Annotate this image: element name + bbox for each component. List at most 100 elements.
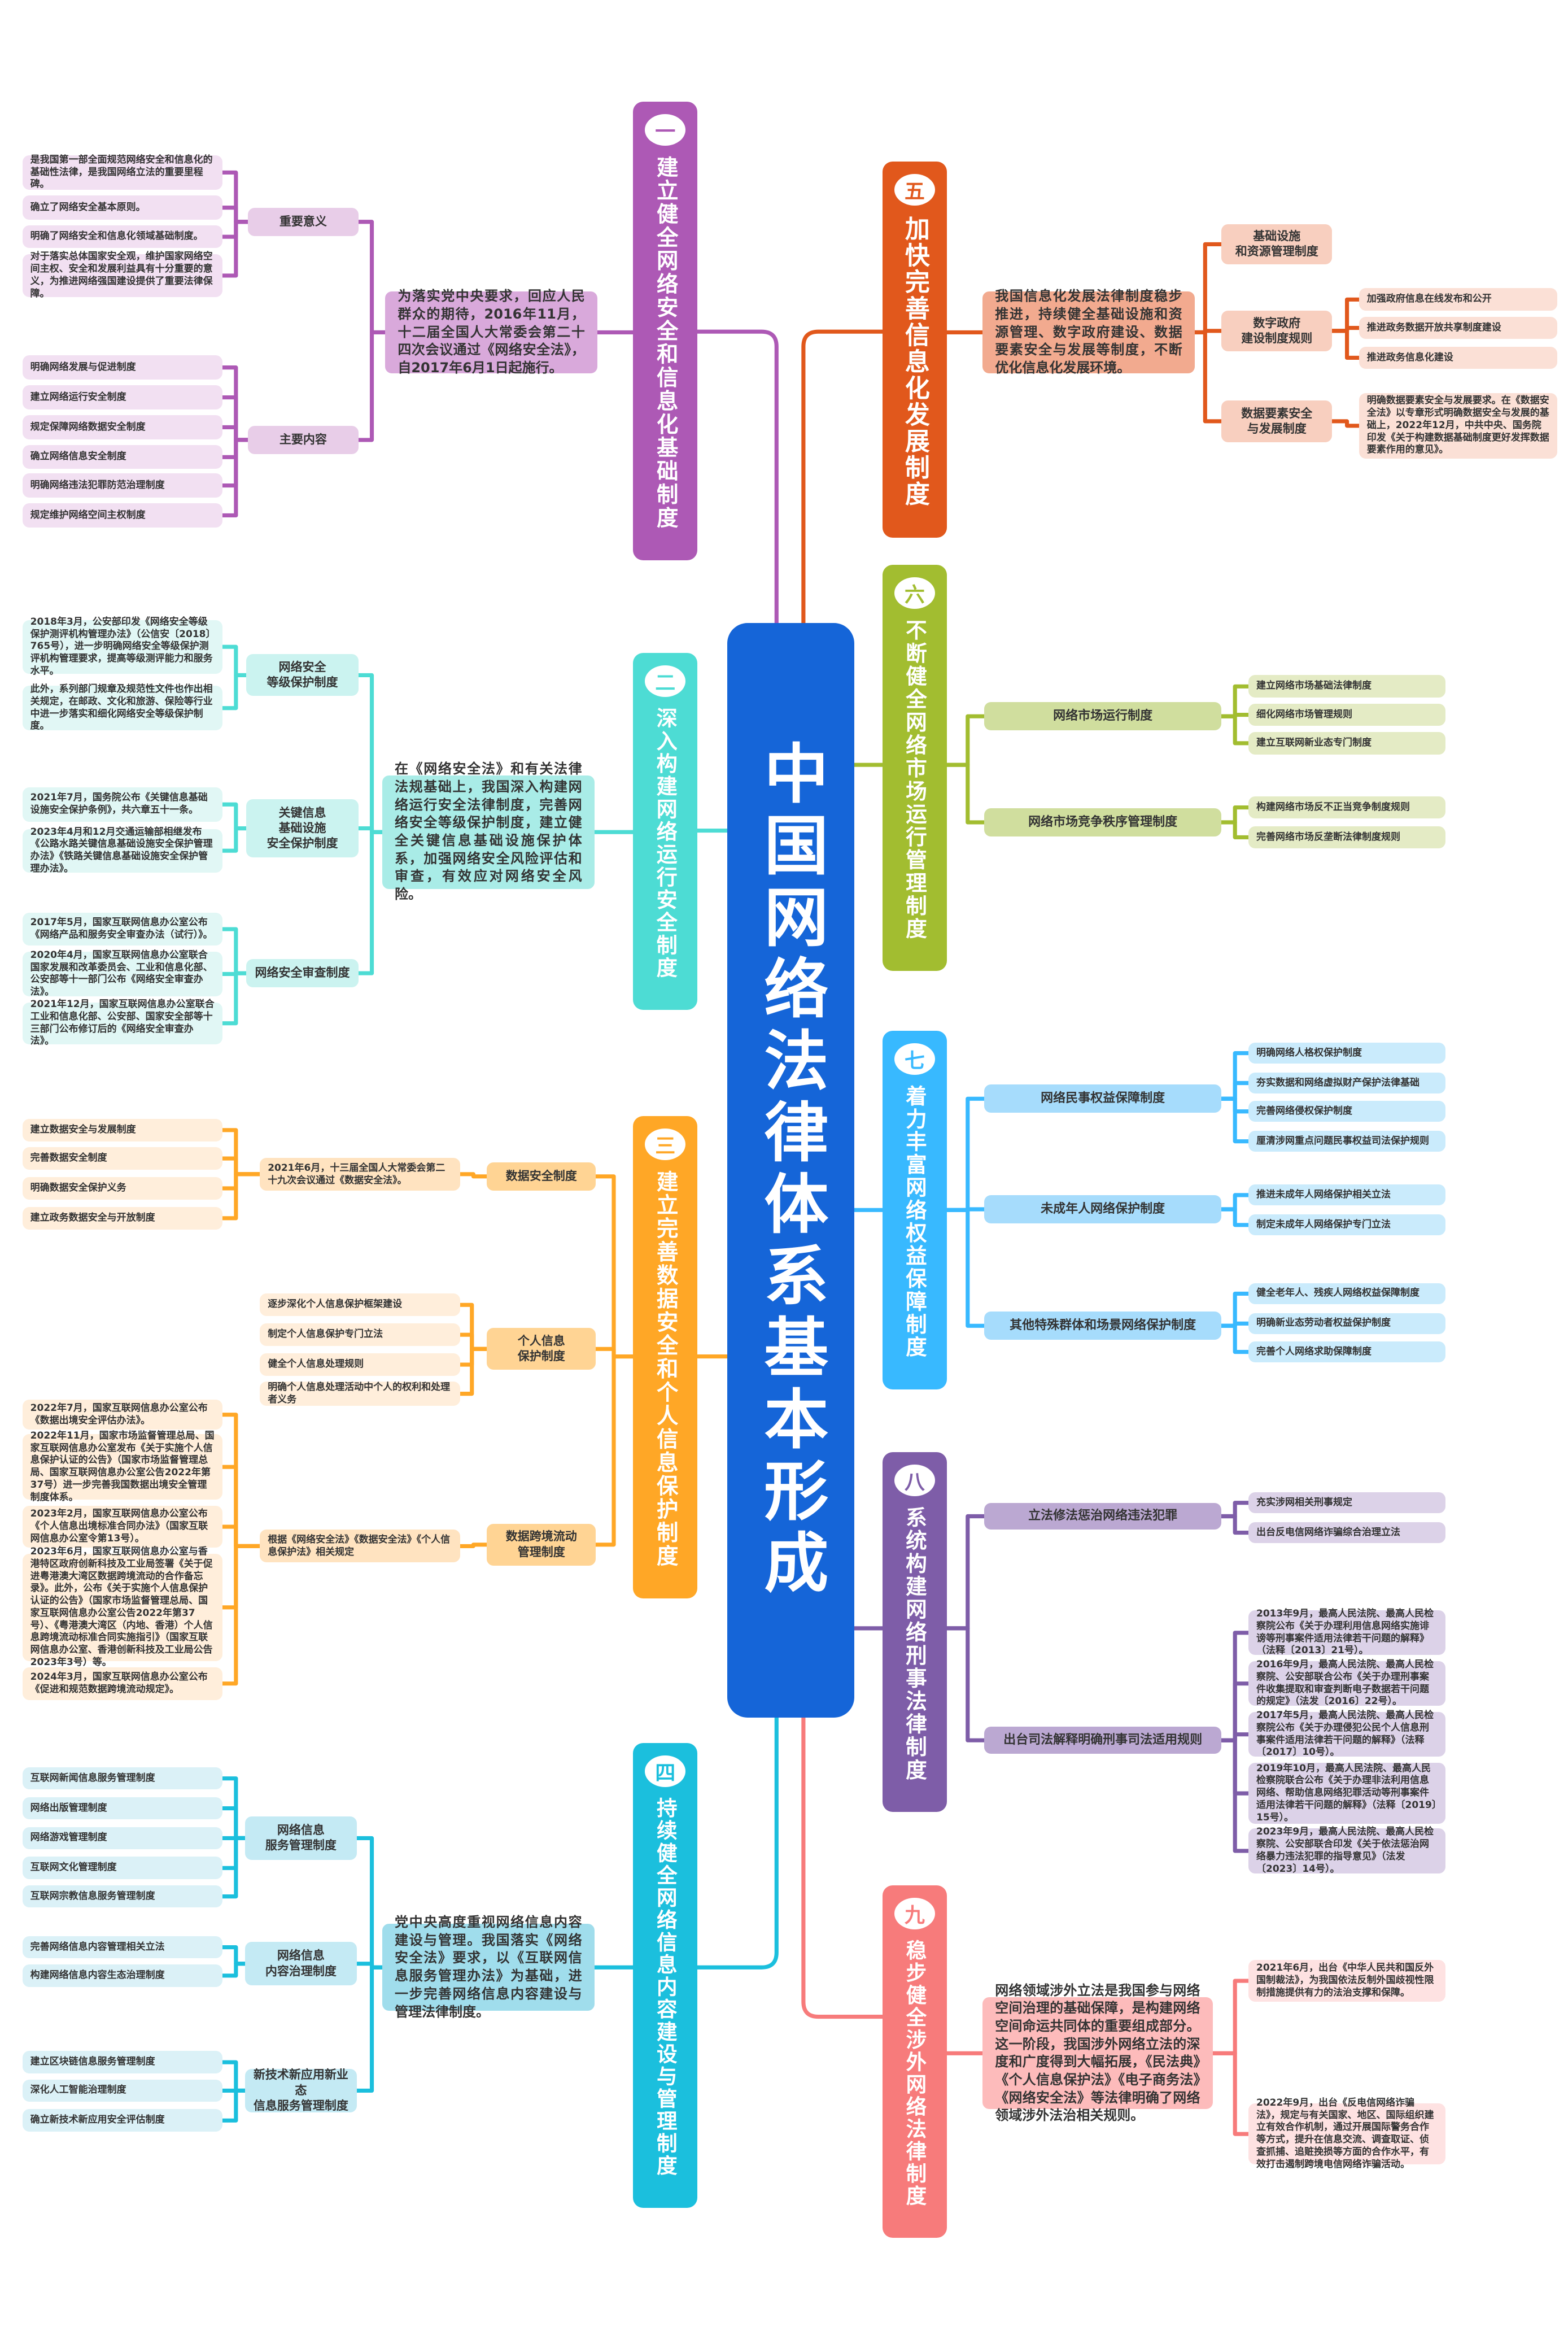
connector-line	[1219, 1193, 1251, 1212]
leaf-node-text: 2021年6月，出台《中华人民共和国反外国制裁法》，为我国依法反制外国歧视性限制…	[1256, 1962, 1434, 1998]
leaf-node-text: 2020年4月，国家互联网信息办公室联合国家发展和改革委员会、工业和信息化部、公…	[30, 949, 213, 998]
leaf-node: 2023年6月，国家互联网信息办公室与香港特区政府创新科技及工业局签署《关于促进…	[22, 1546, 223, 1668]
leaf-node: 制定未成年人网络保护专门立法	[1248, 1214, 1446, 1236]
branch-3-pillar[interactable]: 三建立完善数据安全和个人信息保护制度	[633, 1116, 698, 1598]
category-node[interactable]: 关键信息 基础设施 安全保护制度	[246, 799, 359, 858]
category-node[interactable]: 基础设施 和资源管理制度	[1221, 224, 1333, 265]
category-node[interactable]: 网络市场竞争秩序管理制度	[984, 808, 1222, 837]
leaf-node-text: 明确数据要素安全与发展要求。在《数据安全法》以专章形式明确数据安全与发展的基础上…	[1366, 395, 1549, 456]
leaf-node: 规定保障网络数据安全制度	[22, 415, 223, 439]
branch-number-badge: 五	[894, 173, 935, 206]
branch-4-pillar[interactable]: 四持续健全网络信息内容建设与管理制度	[633, 1743, 698, 2208]
category-node[interactable]: 数字政府 建设制度规则	[1221, 311, 1333, 351]
category-node-text: 个人信息 保护制度	[517, 1334, 565, 1363]
category-node[interactable]: 网络信息 服务管理制度	[244, 1816, 357, 1860]
category-node[interactable]: 新技术新应用新业态 信息服务管理制度	[244, 2068, 357, 2112]
leaf-node-text: 充实涉网相关刑事规定	[1256, 1496, 1353, 1508]
category-node-text: 数字政府 建设制度规则	[1241, 316, 1313, 345]
category-node[interactable]: 个人信息 保护制度	[487, 1328, 596, 1370]
category-node[interactable]: 主要内容	[248, 425, 359, 454]
connector-line	[458, 1332, 489, 1351]
law-reference-node: 根据《网络安全法》《数据安全法》《个人信息保护法》相关规定	[260, 1530, 460, 1563]
category-node-text: 网络民事权益保障制度	[1041, 1091, 1165, 1105]
leaf-node-text: 2023年9月，最高人民法院、最高人民检察院、公安部联合印发《关于依法惩治网络暴…	[1256, 1826, 1434, 1875]
category-node[interactable]: 网络市场运行制度	[984, 702, 1222, 731]
branch-4-summary: 党中央高度重视网络信息内容建设与管理。我国落实《网络安全法》要求，以《互联网信息…	[382, 1914, 595, 2020]
branch-9-pillar[interactable]: 九稳步健全涉外网络法律制度	[883, 1885, 947, 2238]
branch-title: 不断健全网络市场运行管理制度	[902, 618, 927, 940]
leaf-node-text: 深化人工智能治理制度	[30, 2084, 126, 2096]
branch-5-summary: 我国信息化发展法律制度稳步推进，持续健全基础设施和资源管理、数字政府建设、数据要…	[982, 288, 1195, 376]
category-node[interactable]: 网络安全 等级保护制度	[246, 654, 359, 696]
leaf-node: 推进政务数据开放共享制度建设	[1359, 316, 1558, 339]
central-topic: 中国网络法律体系基本形成	[727, 622, 854, 1718]
leaf-node-text: 夯实数据和网络虚拟财产保护法律基础	[1256, 1077, 1420, 1088]
leaf-node: 2023年4月和12月交通运输部相继发布《公路水路关键信息基础设施安全保护管理办…	[22, 826, 223, 874]
category-node[interactable]: 出台司法解释明确刑事司法适用规则	[984, 1727, 1222, 1754]
branch-9-summary: 网络领域涉外立法是我国参与网络空间治理的基础保障，是构建网络空间命运共同体的重要…	[982, 1983, 1213, 2123]
category-node[interactable]: 立法修法惩治网络违法犯罪	[984, 1502, 1222, 1530]
leaf-node: 2023年2月，国家互联网信息办公室公布《个人信息出境标准合同办法》（国家互联网…	[22, 1505, 223, 1548]
connector-line	[220, 826, 248, 853]
branch-8-pillar[interactable]: 八系统构建网络刑事法律制度	[883, 1452, 947, 1812]
leaf-node: 建立政务数据安全与开放制度	[22, 1206, 223, 1230]
leaf-node: 完善网络侵权保护制度	[1248, 1101, 1446, 1122]
connector-line	[220, 1172, 262, 1191]
leaf-node: 互联网文化管理制度	[22, 1857, 223, 1880]
branch-5-pillar[interactable]: 五加快完善信息化发展制度	[883, 161, 947, 538]
connector-line	[945, 1208, 986, 1328]
category-node-text: 网络安全 等级保护制度	[267, 660, 338, 690]
branch-2-pillar[interactable]: 二深入构建网络运行安全制度	[633, 652, 698, 1010]
category-node[interactable]: 数据跨境流动 管理制度	[487, 1523, 596, 1566]
category-node[interactable]: 数据要素安全 与发展制度	[1221, 400, 1333, 442]
connector-line	[356, 220, 387, 335]
leaf-node-text: 出台反电信网络诈骗综合治理立法	[1256, 1526, 1401, 1538]
leaf-node-text: 2024年3月，国家互联网信息办公室公布《促进和规范数据跨境流动规定》。	[30, 1671, 208, 1695]
connector-line	[220, 1172, 262, 1221]
leaf-node: 推进未成年人网络保护相关立法	[1248, 1184, 1446, 1206]
connector-line	[1219, 684, 1251, 718]
branch-number-badge: 一	[645, 114, 686, 146]
connector-line	[220, 1544, 262, 1686]
category-node[interactable]: 未成年人网络保护制度	[984, 1195, 1222, 1224]
category-node[interactable]: 数据安全制度	[487, 1162, 596, 1191]
leaf-node-text: 推进未成年人网络保护相关立法	[1256, 1188, 1391, 1200]
leaf-node-text: 2021年12月，国家互联网信息办公室联合工业和信息化部、公安部、国家安全部等十…	[30, 999, 215, 1047]
connector-line	[1210, 2051, 1251, 2136]
leaf-node: 完善数据安全制度	[22, 1147, 223, 1170]
leaf-node: 深化人工智能治理制度	[22, 2079, 223, 2102]
leaf-node-text: 此外，系列部门规章及规范性文件也作出相关规定，在邮政、文化和旅游、保险等行业中进…	[30, 683, 213, 732]
category-node[interactable]: 重要意义	[248, 207, 359, 236]
connector-line	[220, 802, 248, 831]
connector-line	[220, 2060, 247, 2093]
leaf-node: 2020年4月，国家互联网信息办公室联合国家发展和改革委员会、工业和信息化部、公…	[22, 949, 223, 998]
branch-1-summary: 为落实党中央要求，回应人民群众的期待，2016年11月，十二届全国人大常委会第二…	[385, 288, 597, 376]
branch-1-pillar[interactable]: 一建立健全网络安全和信息化基础制度	[633, 101, 698, 560]
leaf-node-text: 2019年10月，最高人民法院、最高人民检察院联合公布《关于办理非法利用信息网络…	[1256, 1762, 1437, 1823]
leaf-node: 2022年7月，国家互联网信息办公室公布《数据出境安全评估办法》。	[22, 1400, 223, 1430]
branch-6-pillar[interactable]: 六不断健全网络市场运行管理制度	[883, 564, 947, 971]
branch-1-summary-text: 为落实党中央要求，回应人民群众的期待，2016年11月，十二届全国人大常委会第二…	[398, 288, 585, 376]
leaf-node-text: 细化网络市场管理规则	[1256, 708, 1353, 720]
connector-line	[1219, 1681, 1251, 1742]
category-node-text: 新技术新应用新业态 信息服务管理制度	[253, 2068, 348, 2112]
connector-line	[1210, 1979, 1251, 2055]
category-node[interactable]: 网络民事权益保障制度	[984, 1084, 1222, 1113]
connector-line	[220, 1945, 247, 1966]
leaf-node-text: 2016年9月，最高人民法院、最高人民检察院、公安部联合公布《关于办理刑事案件收…	[1256, 1659, 1434, 1707]
connector-line	[801, 1711, 885, 2019]
category-node[interactable]: 网络信息 内容治理制度	[244, 1942, 357, 1985]
leaf-node: 互联网宗教信息服务管理制度	[22, 1885, 223, 1908]
leaf-node-text: 明确数据安全保护义务	[30, 1182, 126, 1194]
branch-title: 稳步健全涉外网络法律制度	[902, 1939, 927, 2207]
leaf-node-text: 推进政务数据开放共享制度建设	[1366, 321, 1501, 333]
category-node[interactable]: 其他特殊群体和场景网络保护制度	[984, 1312, 1222, 1340]
law-reference-node-text: 根据《网络安全法》《数据安全法》《个人信息保护法》相关规定	[268, 1534, 451, 1558]
leaf-node: 明确个人信息处理活动中个人的权利和处理者义务	[260, 1382, 460, 1406]
leaf-node-text: 确立网络信息安全制度	[30, 451, 126, 463]
category-node[interactable]: 网络安全审查制度	[246, 958, 359, 988]
branch-number-badge: 八	[894, 1464, 935, 1496]
category-node-text: 网络安全审查制度	[255, 966, 350, 980]
category-node-text: 主要内容	[279, 433, 327, 447]
branch-7-pillar[interactable]: 七着力丰富网络权益保障制度	[883, 1030, 947, 1389]
